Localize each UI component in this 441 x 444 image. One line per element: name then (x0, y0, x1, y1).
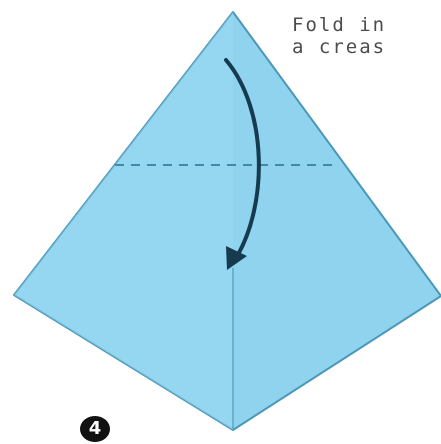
instruction-line-2: a creas (292, 36, 441, 58)
fold-instruction: Fold in a creas (292, 14, 441, 58)
paper-left-facet (14, 12, 233, 430)
step-number-badge: 4 (80, 416, 110, 442)
header-fragment (300, 0, 420, 4)
instruction-line-1: Fold in (292, 14, 441, 36)
